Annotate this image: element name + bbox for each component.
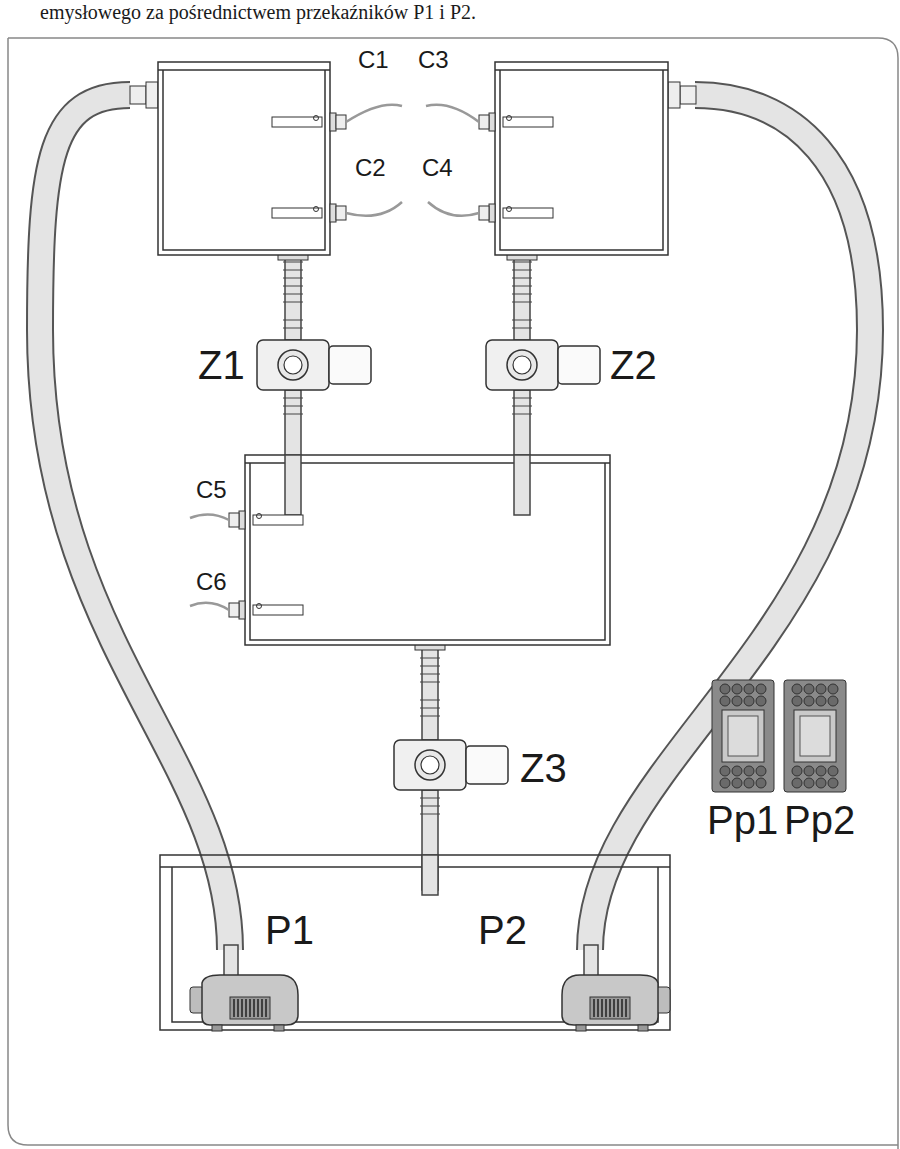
part-label: C5 [196,478,227,502]
part-label: Pp1 [707,800,778,840]
part-label: P2 [478,910,527,950]
caption-text: emysłowego za pośrednictwem przekaźników… [40,2,476,22]
part-label: Z1 [198,345,245,385]
part-label: C1 [358,48,389,72]
part-label: P1 [265,910,314,950]
part-label: Z2 [610,345,657,385]
part-label: C2 [355,156,386,180]
part-label: Z3 [520,748,567,788]
part-label: C4 [422,156,453,180]
part-label: Pp2 [784,800,855,840]
part-label: C3 [418,48,449,72]
part-label: C6 [196,570,227,594]
